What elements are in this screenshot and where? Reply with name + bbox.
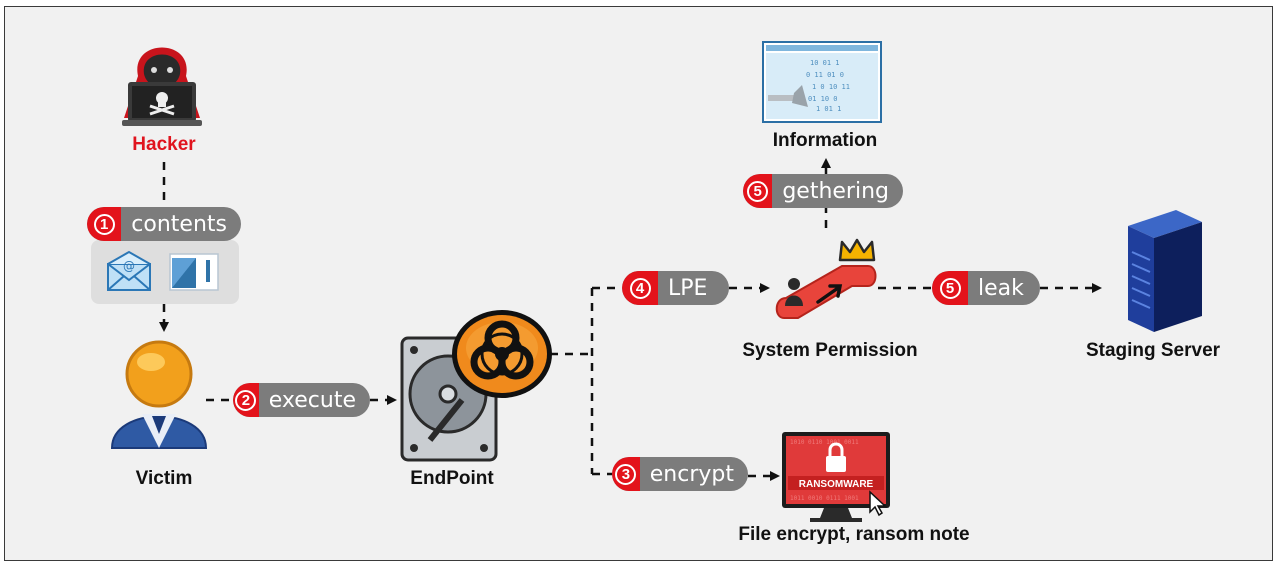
step-number: 4 (622, 271, 658, 305)
step-gethering-badge: 5 gethering (743, 174, 903, 208)
step-contents-label: contents (131, 211, 227, 237)
step-number: 3 (612, 457, 640, 491)
biohazard-icon (452, 310, 552, 398)
svg-text:0 11 01 0: 0 11 01 0 (806, 71, 844, 79)
information-icon: 10 01 1 0 11 01 0 1 0 10 11 01 10 0 1 01… (762, 41, 882, 123)
step-number: 2 (233, 383, 259, 417)
system-permission-label: System Permission (742, 340, 918, 361)
endpoint-label: EndPoint (410, 468, 494, 489)
step-number: 5 (932, 271, 968, 305)
file-encrypt-label: File encrypt, ransom note (738, 524, 970, 545)
step-number: 1 (87, 207, 122, 241)
svg-text:1 01 1: 1 01 1 (816, 105, 841, 113)
step-leak-badge: 5 leak (932, 271, 1040, 305)
svg-text:1010 0110 1001 0011: 1010 0110 1001 0011 (790, 439, 859, 446)
step-leak-label: leak (978, 275, 1024, 301)
step-contents-badge: 1 contents (87, 207, 241, 241)
step-lpe-label: LPE (668, 275, 708, 301)
crown-icon (838, 238, 876, 262)
step-execute-label: execute (268, 387, 356, 413)
svg-text:1011 0010 0111 1001: 1011 0010 0111 1001 (790, 495, 859, 502)
svg-text:1 0 10 11: 1 0 10 11 (812, 83, 850, 91)
information-label: Information (772, 130, 878, 151)
victim-label: Victim (135, 468, 193, 489)
step-number: 5 (743, 174, 773, 208)
step-encrypt-label: encrypt (649, 461, 734, 487)
email-icon: @ (107, 250, 151, 291)
svg-text:10 01 1: 10 01 1 (810, 59, 840, 67)
victim-icon (110, 340, 208, 449)
hacker-label: Hacker (132, 134, 196, 155)
step-execute-badge: 2 execute (233, 383, 370, 417)
document-icon (169, 253, 219, 291)
svg-text:@: @ (123, 259, 135, 273)
step-gethering-label: gethering (782, 178, 889, 204)
ransomware-screen-text: RANSOMWARE (799, 479, 874, 490)
escalator-icon (775, 265, 877, 319)
hacker-icon (122, 47, 202, 126)
step-encrypt-badge: 3 encrypt (612, 457, 748, 491)
svg-text:01 10 0: 01 10 0 (808, 95, 838, 103)
server-icon (1128, 210, 1202, 332)
step-lpe-badge: 4 LPE (622, 271, 729, 305)
staging-server-label: Staging Server (1085, 340, 1221, 361)
